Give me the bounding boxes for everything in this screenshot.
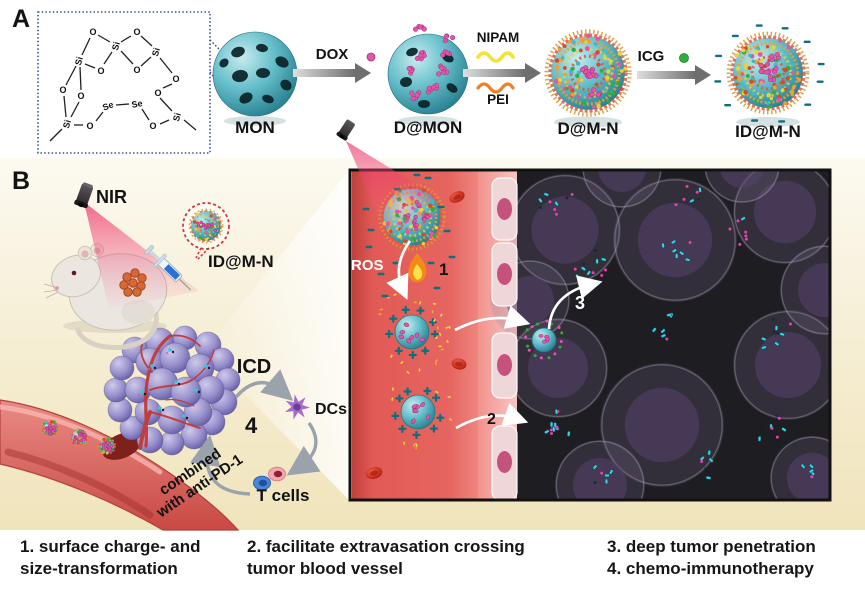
- extravasation-arrow-lower: [455, 403, 529, 430]
- dox-label: DOX: [315, 46, 349, 63]
- sphere-shadows: [224, 116, 800, 128]
- nir-beam: [84, 202, 199, 309]
- nir-laser-device: [74, 182, 94, 209]
- inset-nir-beam: [346, 141, 437, 233]
- syringe: [144, 245, 192, 291]
- nir-label: NIR: [96, 187, 127, 207]
- svg-text:Si: Si: [150, 47, 162, 58]
- step1-label: 1: [439, 260, 449, 279]
- drug-fragments: [538, 184, 816, 485]
- caption-2-line-2: tumor blood vessel: [247, 559, 403, 578]
- mouse-tail: [75, 311, 159, 350]
- injected-particle-label: ID@M-N: [208, 252, 274, 271]
- extravasation-arrow-upper: [454, 305, 531, 332]
- icd-label: ICD: [236, 356, 272, 378]
- svg-text:Si: Si: [171, 112, 183, 123]
- idmn-nanogel-sphere: [726, 31, 810, 115]
- tumor-mass: [103, 325, 241, 456]
- svg-text:O: O: [59, 85, 66, 95]
- charge-reversed-particle-1: [378, 293, 451, 374]
- svg-text:O: O: [89, 27, 96, 37]
- penetrating-particle: [524, 319, 564, 360]
- caption-3-line-2: 4. chemo-immunotherapy: [607, 559, 814, 578]
- dmn-nanogel-sphere: [544, 29, 632, 117]
- inset-nir-device: [336, 119, 355, 141]
- icg-molecule-dot: [679, 53, 689, 63]
- dox-arrow: [293, 52, 376, 83]
- svg-text:O: O: [86, 121, 93, 131]
- magnifier-wedge: [203, 169, 350, 501]
- idmn-negative-charges: [714, 24, 825, 123]
- svg-text:Se: Se: [131, 98, 144, 110]
- icg-label: ICG: [637, 48, 665, 65]
- panel-b-label: B: [12, 167, 31, 195]
- dcs-label: DCs: [315, 401, 348, 418]
- nipam-pei-arrow: [463, 51, 541, 94]
- penetration-arrow: [547, 275, 603, 330]
- t-cells: [253, 466, 286, 491]
- step3-label: 3: [575, 293, 586, 313]
- dmn-label: D@M-N: [557, 119, 619, 138]
- red-blood-cells: [365, 191, 467, 480]
- heat-flame-icon: [408, 253, 427, 283]
- icg-arrow: [637, 53, 711, 85]
- svg-text:O: O: [77, 91, 84, 101]
- caption-3-line-1: 3. deep tumor penetration: [607, 537, 816, 556]
- mon-label: MON: [235, 118, 275, 137]
- inset-border: [348, 168, 832, 502]
- svg-text:O: O: [97, 66, 104, 76]
- charge-reversed-particle-2: [391, 369, 453, 450]
- nipam-label: NIPAM: [476, 30, 520, 45]
- mouse-whiskers: [43, 283, 59, 299]
- dox-molecule-dot: [366, 52, 376, 62]
- ros-label: ROS: [351, 257, 384, 274]
- inset-arrows: [386, 240, 603, 430]
- dcs-to-tcells-arrow: [286, 422, 321, 476]
- immune-cycle-arrows: [190, 369, 321, 496]
- nipam-squiggle: [476, 51, 515, 63]
- inset-scene: [352, 171, 829, 499]
- blood-vessel: [0, 399, 240, 531]
- caption-2-line-1: 2. facilitate extravasation crossing: [247, 537, 525, 556]
- molecule-atoms: O O Si Si Si O O O O O O Se Se Si O O Si: [59, 27, 182, 131]
- svg-text:O: O: [149, 121, 156, 131]
- icd-arrow: [234, 369, 294, 401]
- dmon-sphere: [387, 24, 469, 115]
- pei-label: PEI: [487, 92, 509, 107]
- injected-particle-callout: [182, 202, 230, 260]
- mon-sphere: [212, 31, 298, 117]
- ros-arrow: [386, 240, 412, 300]
- svg-text:Se: Se: [101, 99, 115, 112]
- caption-1-line-1: 1. surface charge- and: [20, 537, 201, 556]
- step2-label: 2: [487, 411, 496, 428]
- svg-text:O: O: [133, 65, 140, 75]
- svg-text:Si: Si: [110, 41, 122, 52]
- cycle-number-label: 4: [245, 413, 258, 438]
- svg-text:Si: Si: [61, 119, 73, 130]
- caption-2: 2. facilitate extravasation crossing tum…: [247, 536, 525, 580]
- idmn-label: ID@M-N: [735, 122, 801, 141]
- dendritic-cell: [285, 394, 310, 420]
- mouse-eye: [71, 270, 77, 276]
- tcells-label: T cells: [256, 486, 310, 505]
- endothelial-cells: [491, 177, 518, 499]
- molecule-bonds: [49, 34, 197, 142]
- caption-1: 1. surface charge- and size-transformati…: [20, 536, 200, 580]
- caption-3: 3. deep tumor penetration 4. chemo-immun…: [607, 536, 816, 580]
- svg-text:O: O: [172, 74, 179, 84]
- svg-text:Si: Si: [73, 56, 85, 67]
- pei-squiggle: [476, 82, 515, 94]
- svg-text:O: O: [133, 27, 140, 37]
- molecule-structure: O O Si Si Si O O O O O O Se Se Si O O Si: [37, 11, 234, 154]
- tcells-to-tumor-arrow: [190, 434, 251, 496]
- panel-a-label: A: [12, 5, 31, 33]
- caption-1-line-2: size-transformation: [20, 559, 178, 578]
- svg-text:O: O: [154, 88, 161, 98]
- dmon-label: D@MON: [393, 118, 463, 137]
